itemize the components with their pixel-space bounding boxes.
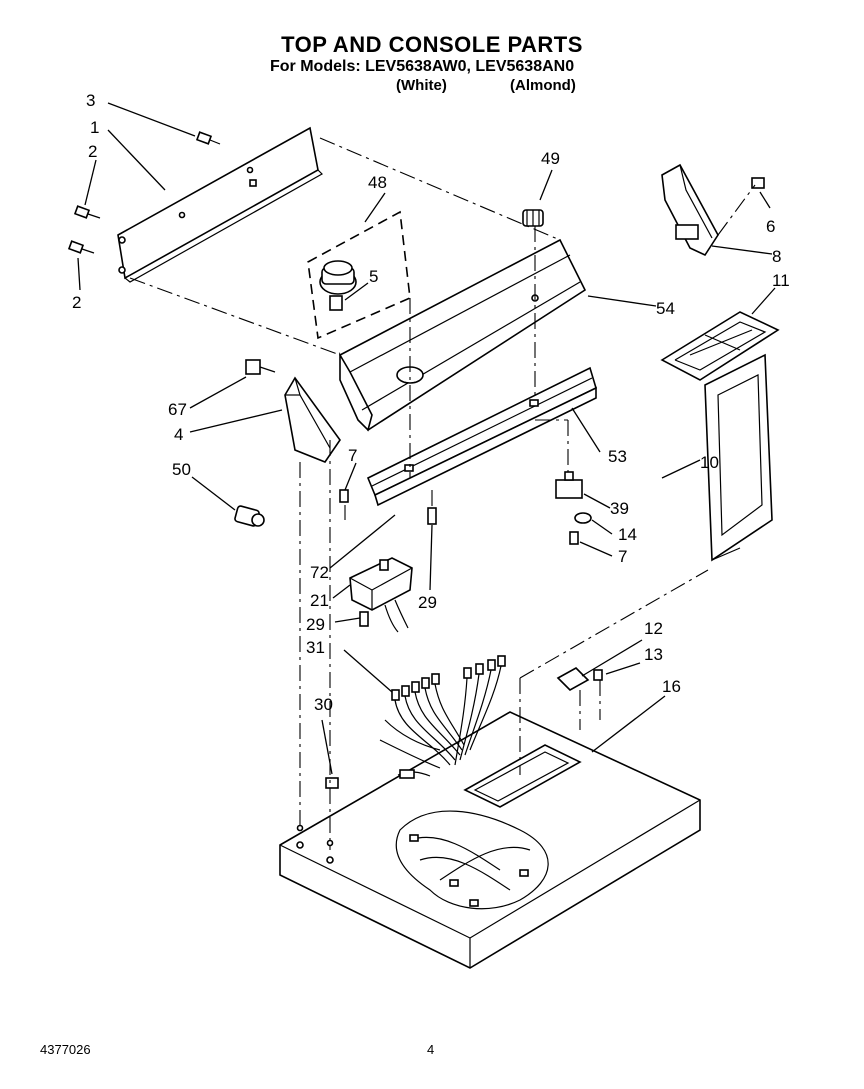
callout-54: 54 — [656, 299, 675, 318]
callout-2-lower: 2 — [72, 293, 81, 312]
callout-8: 8 — [772, 247, 781, 266]
callout-14: 14 — [618, 525, 637, 544]
callout-67: 67 — [168, 400, 187, 419]
screw-29-upper-icon — [427, 507, 437, 525]
screw-7-left-icon — [339, 489, 349, 503]
models-line: For Models: LEV5638AW0, LEV5638AN0 — [270, 58, 575, 75]
callout-3: 3 — [86, 91, 95, 110]
clip-14-icon — [574, 512, 592, 524]
variant-almond: (Almond) — [510, 77, 576, 94]
switch-39 — [555, 471, 583, 499]
top-panel — [279, 711, 701, 969]
callout-53: 53 — [608, 447, 627, 466]
callout-12: 12 — [644, 619, 663, 638]
page-title: TOP AND CONSOLE PARTS — [281, 32, 583, 57]
document-number: 4377026 — [40, 1042, 91, 1057]
callout-6: 6 — [766, 217, 775, 236]
callout-16: 16 — [662, 677, 681, 696]
frame-10 — [704, 353, 773, 562]
callout-13: 13 — [644, 645, 663, 664]
rear-bracket — [117, 126, 323, 283]
knob-49-icon — [522, 209, 544, 227]
callout-7-right: 7 — [618, 547, 627, 566]
callout-1: 1 — [90, 118, 99, 137]
callout-48: 48 — [368, 173, 387, 192]
window-11 — [660, 311, 780, 381]
callout-49: 49 — [541, 149, 560, 168]
variant-white: (White) — [396, 77, 447, 94]
screw-13-icon — [593, 669, 603, 681]
callout-21: 21 — [310, 591, 329, 610]
console-panel — [339, 238, 587, 432]
callout-11: 11 — [772, 271, 790, 290]
callout-2-upper: 2 — [88, 142, 97, 161]
screw-2-upper-icon — [73, 205, 101, 219]
page-number: 4 — [427, 1042, 435, 1057]
callout-31: 31 — [306, 638, 325, 657]
screw-3-icon — [195, 131, 221, 145]
callout-72: 72 — [310, 563, 329, 582]
assembly-lines — [129, 137, 756, 850]
callout-labels: 3 1 2 2 48 49 5 54 6 8 11 67 4 50 53 10 … — [72, 91, 790, 714]
switch-50-icon — [234, 505, 265, 527]
screw-29-lower-icon — [359, 611, 369, 627]
console-bracket — [366, 366, 597, 507]
callout-5: 5 — [369, 267, 378, 286]
endcap-4 — [284, 376, 341, 463]
knob-assembly-48 — [307, 210, 411, 340]
timer-21 — [349, 557, 413, 633]
callout-29-left: 29 — [306, 615, 325, 634]
callout-50: 50 — [172, 460, 191, 479]
callout-30: 30 — [314, 695, 333, 714]
endcap-8 — [661, 163, 719, 257]
screw-6-icon — [751, 177, 765, 189]
callout-7-left: 7 — [348, 446, 357, 465]
leader-lines — [77, 102, 776, 775]
screw-2-lower-icon — [67, 240, 95, 254]
callout-39: 39 — [610, 499, 629, 518]
callout-4: 4 — [174, 425, 183, 444]
clip-67-icon — [245, 359, 276, 375]
clip-30-icon — [325, 777, 339, 789]
callout-10: 10 — [700, 453, 719, 472]
callout-29-right: 29 — [418, 593, 437, 612]
bracket-12-icon — [556, 667, 590, 691]
wire-harness-31 — [379, 655, 506, 779]
screw-7-right-icon — [569, 531, 579, 545]
